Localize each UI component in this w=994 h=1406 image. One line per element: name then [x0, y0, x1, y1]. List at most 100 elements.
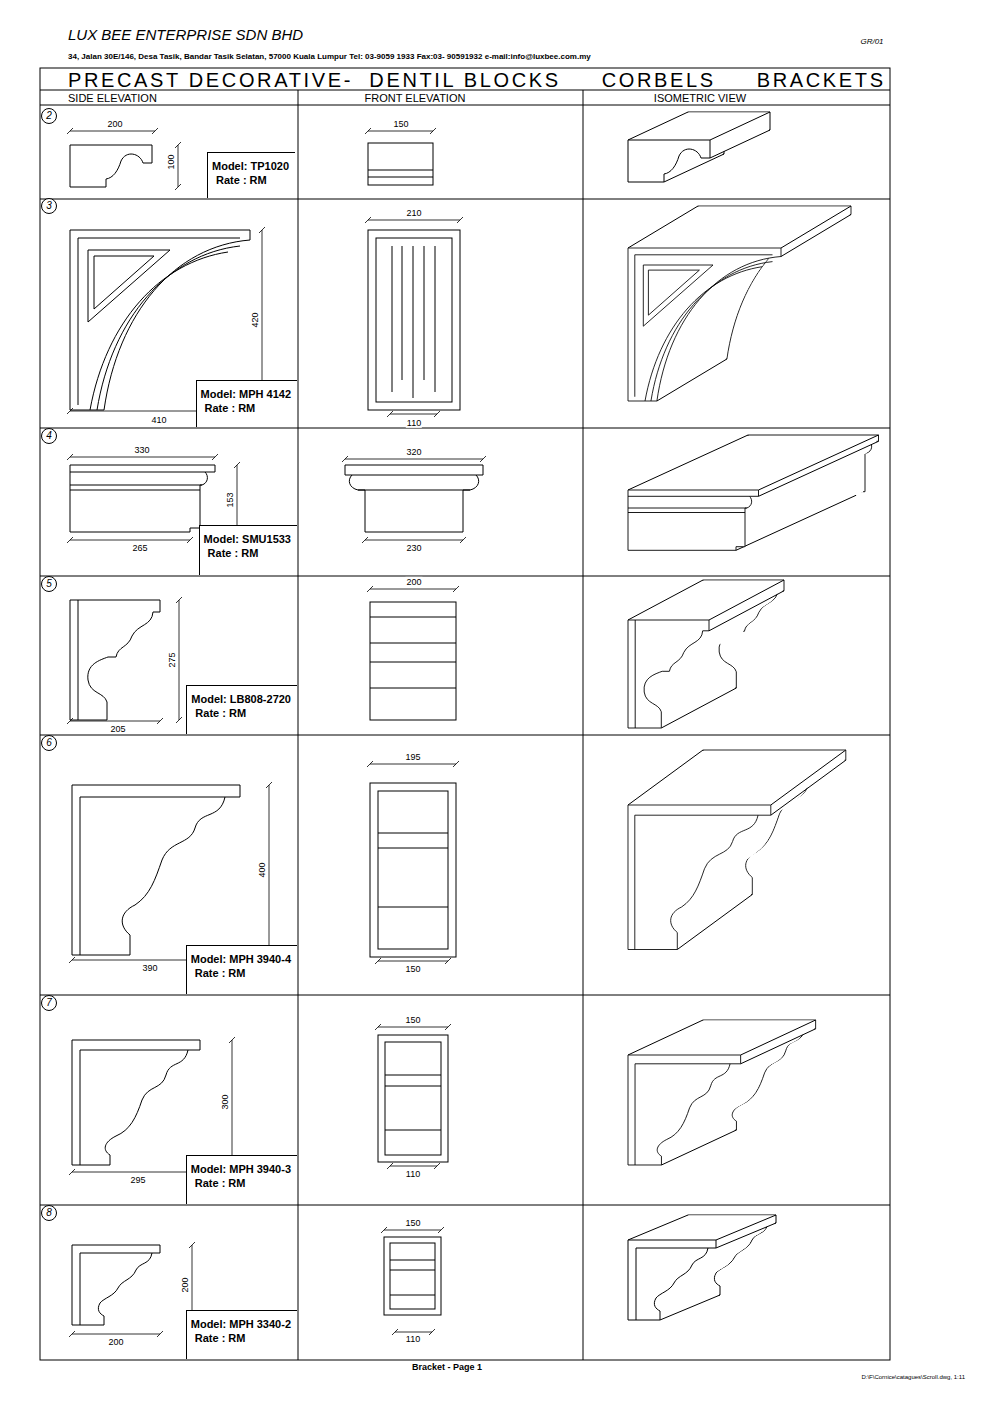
drawing-line — [628, 435, 879, 550]
drawing-line — [40, 68, 890, 1360]
dimension-value: 210 — [405, 208, 422, 218]
drawing-line — [67, 128, 73, 134]
drawing-line — [234, 462, 240, 468]
drawing-line — [175, 142, 181, 148]
drawing-line — [365, 217, 371, 223]
dimension-value: 100 — [166, 153, 176, 170]
drawing-line — [635, 815, 758, 949]
drawing-line — [378, 1035, 448, 1162]
drawing-line — [189, 1242, 195, 1248]
dimension-value: 295 — [129, 1175, 146, 1185]
drawing-line — [430, 128, 436, 134]
drawing-line — [342, 456, 348, 462]
drawing-line — [628, 435, 748, 490]
drawing-line — [370, 617, 456, 618]
drawing-line — [69, 1331, 75, 1337]
model-box: Model: LB808-2720Rate : RM — [186, 685, 297, 734]
company-address: 34, Jalan 30E/146, Desa Tasik, Bandar Ta… — [68, 52, 591, 61]
drawing-line — [392, 1329, 398, 1335]
dimension-value: 150 — [392, 119, 409, 129]
drawing-line — [710, 112, 770, 140]
model-box: Model: SMU1533Rate : RM — [199, 525, 297, 575]
drawing-line — [259, 227, 265, 233]
drawing-line — [402, 246, 403, 380]
dimension-value: 200 — [180, 1276, 190, 1293]
drawing-line — [378, 907, 448, 908]
dimension-value: 275 — [167, 651, 177, 668]
drawing-line — [709, 580, 784, 620]
column-header: FRONT ELEVATION — [365, 92, 466, 105]
drawing-line — [677, 895, 752, 950]
drawing-line — [453, 586, 459, 592]
drawing-line — [716, 1223, 776, 1248]
drawing-line — [187, 537, 193, 543]
drawing-line — [40, 735, 890, 736]
row-number: 3 — [42, 199, 56, 213]
row-number-circle: 4 — [41, 428, 57, 444]
drawing-line — [390, 1166, 437, 1167]
rate-text: Rate : RM — [195, 1176, 291, 1190]
drawing-line — [345, 459, 483, 460]
dimension-value: 230 — [405, 543, 422, 553]
drawing-line — [434, 411, 440, 417]
drawing-line — [385, 1086, 441, 1087]
drawing-line — [358, 490, 470, 491]
sheet-title: PRECAST DECORATIVE- DENTIL BLOCKS CORBEL… — [68, 69, 886, 91]
drawing-line — [70, 721, 160, 722]
drawing-line — [67, 718, 73, 724]
drawing-line — [72, 785, 240, 955]
drawing-line — [368, 177, 433, 178]
drawing-line — [736, 495, 856, 550]
drawing-line — [370, 589, 456, 590]
drawing-line — [781, 206, 851, 248]
drawing-line — [392, 246, 393, 392]
drawing-line — [67, 454, 73, 460]
dimension-value: 390 — [141, 963, 158, 973]
row-number-circle: 8 — [41, 1205, 57, 1221]
drawing-line — [72, 1334, 160, 1335]
drawing-line — [69, 957, 75, 963]
drawing-line — [453, 761, 459, 767]
drawing-line — [435, 246, 436, 392]
drawing-line — [365, 540, 463, 541]
drawing-line — [628, 580, 703, 620]
drawing-line — [387, 411, 440, 417]
drawing-line — [390, 1243, 435, 1309]
drawing-line — [628, 1215, 688, 1240]
drawing-line — [40, 428, 890, 429]
drawing-line — [72, 1040, 200, 1165]
drawing-line — [69, 1169, 75, 1175]
drawing-line — [628, 1240, 716, 1320]
model-box: Model: MPH 4142Rate : RM — [196, 380, 297, 427]
side-elevations — [70, 145, 250, 1325]
dimension-value: 110 — [405, 1169, 421, 1179]
drawing-line — [40, 995, 890, 996]
drawing-line — [370, 688, 456, 689]
row-number: 7 — [42, 996, 56, 1010]
model-name: Model: LB808-2720 — [191, 692, 291, 706]
file-path: D:\F\Cornice\catagues\Scroll.dwg, 1:11 — [861, 1374, 965, 1381]
drawing-line — [157, 718, 163, 724]
dimension-value: 153 — [225, 491, 235, 508]
drawing-line — [429, 1329, 435, 1335]
drawing-line — [152, 128, 158, 134]
drawing-line — [298, 90, 299, 1360]
drawing-line — [70, 131, 155, 132]
drawing-line — [376, 238, 452, 402]
drawing-line — [384, 1237, 441, 1315]
row-number: 2 — [42, 109, 56, 123]
drawing-line — [771, 760, 846, 815]
row-number-circle: 7 — [41, 995, 57, 1011]
drawing-line — [628, 805, 771, 950]
drawing-line — [635, 620, 636, 728]
model-name: Model: TP1020 — [212, 159, 289, 173]
drawing-line — [660, 1295, 720, 1320]
drawing-line — [583, 90, 584, 1360]
drawing-line — [80, 797, 225, 955]
dimension-value: 265 — [131, 543, 148, 553]
drawing-line — [438, 1227, 444, 1233]
drawing-line — [636, 1248, 708, 1320]
drawing-line — [445, 1024, 451, 1030]
model-name: Model: MPH 3340-2 — [191, 1317, 291, 1331]
drawing-line — [378, 791, 448, 949]
